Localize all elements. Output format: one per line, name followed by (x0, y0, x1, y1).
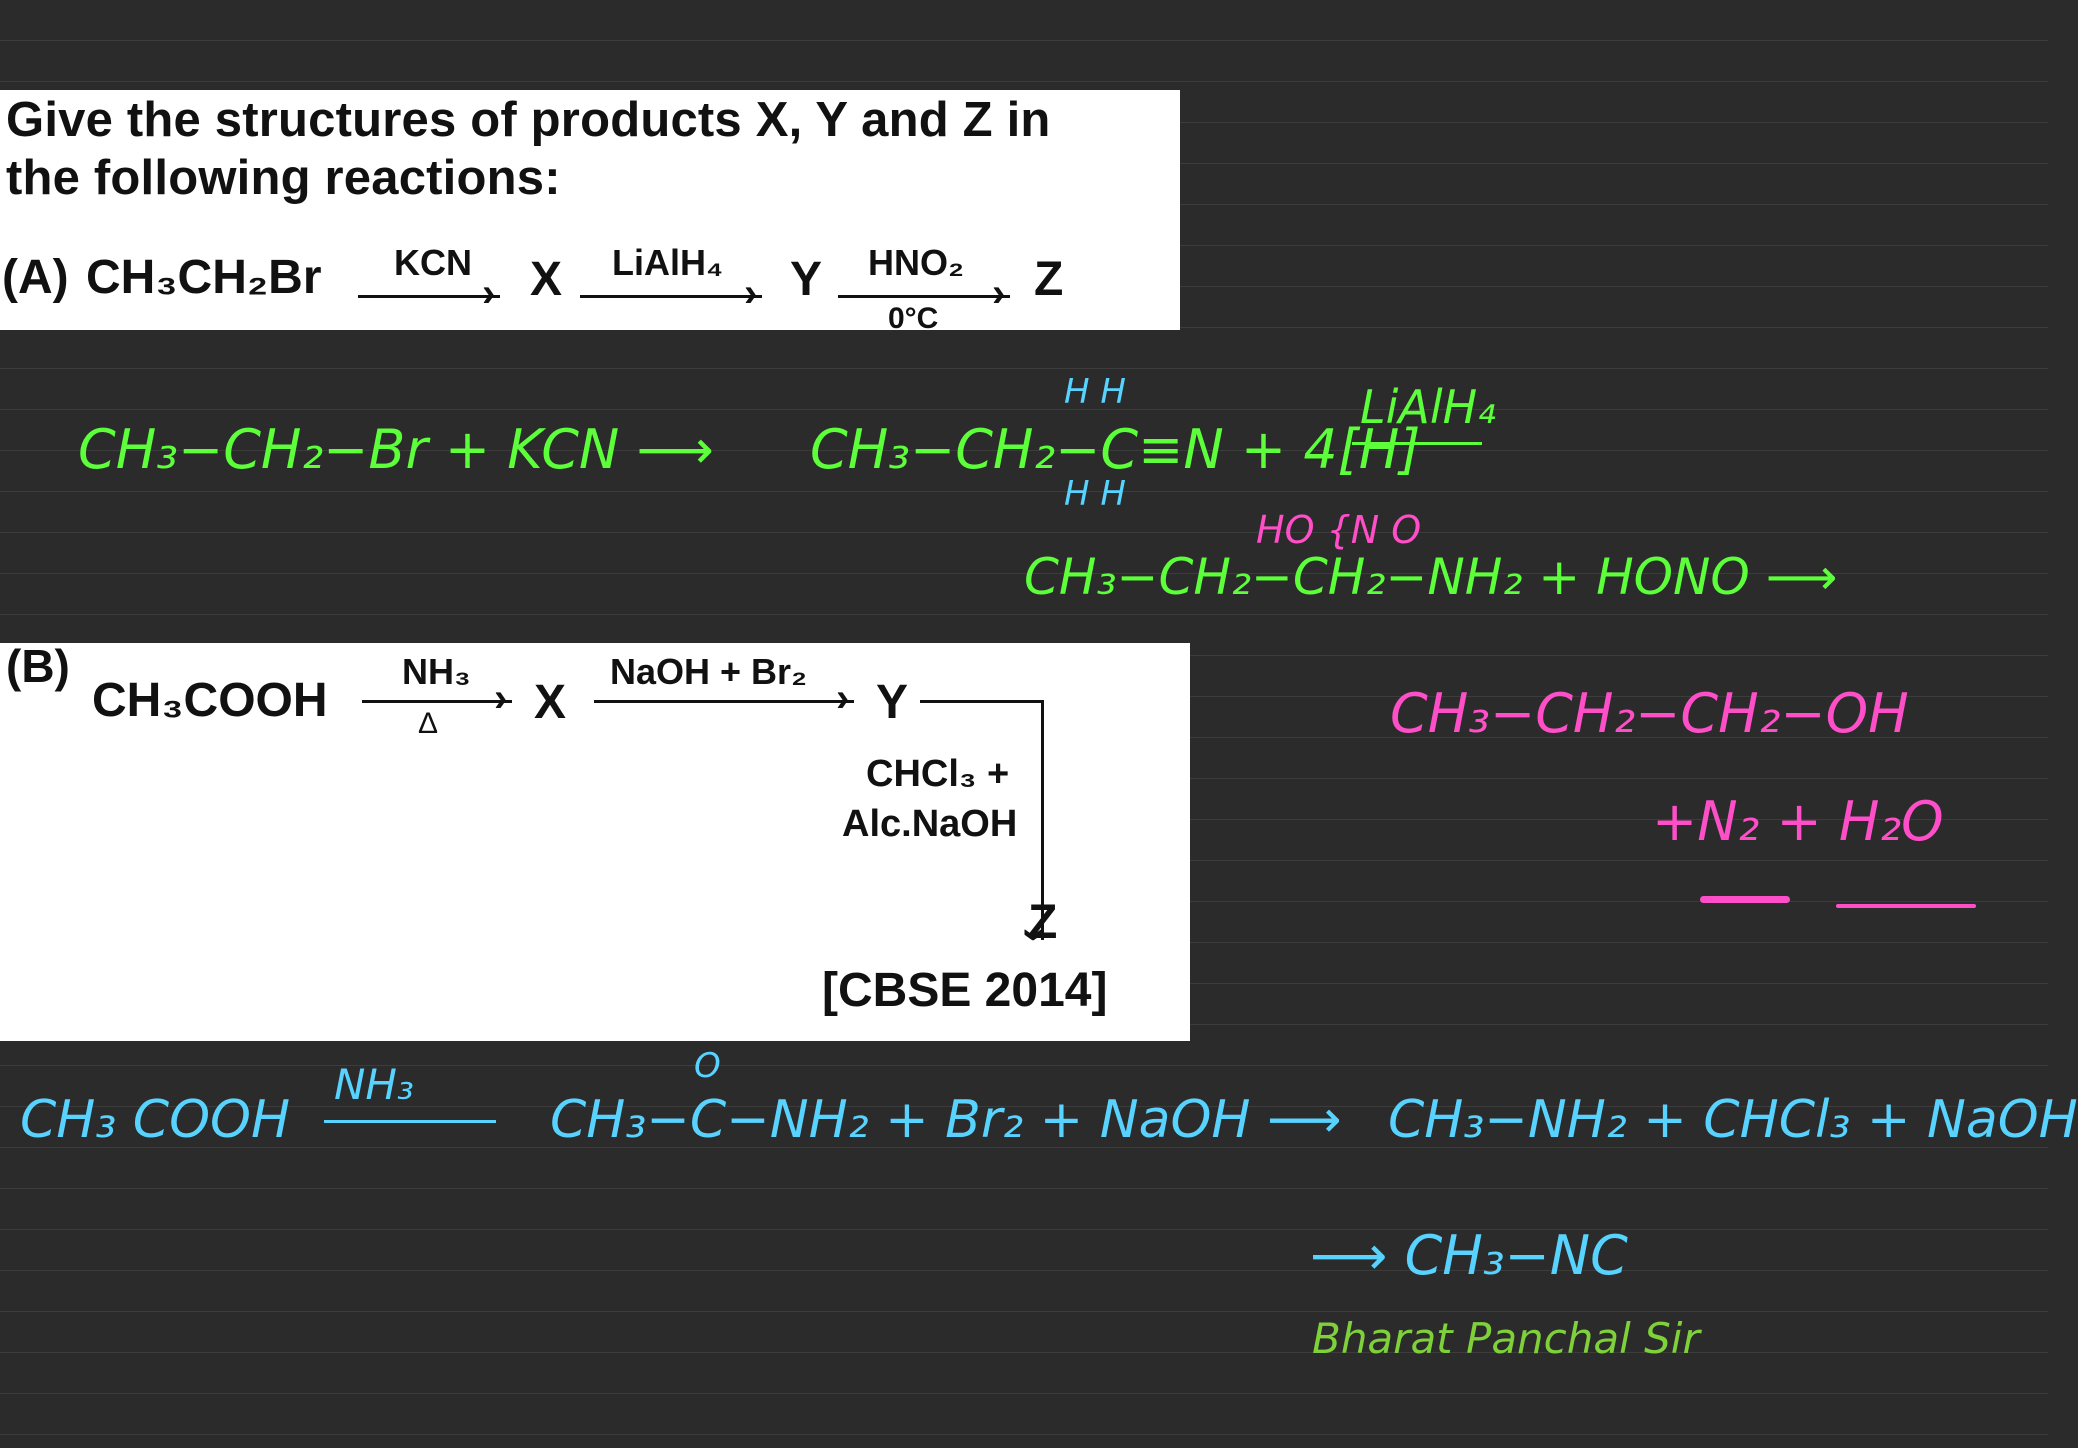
handwritten-a-step3: CH₃−CH₂−CH₂−OH (1390, 682, 1909, 745)
handwritten-a-step1-right: CH₃−CH₂−C≡N + 4[H] (810, 418, 1421, 481)
handwritten-b-step1: CH₃ COOH (20, 1090, 291, 1150)
arrow-head-icon: › (494, 676, 508, 720)
handwritten-h-marks-bottom: H H (1064, 474, 1126, 514)
handwritten-b-step2: CH₃−NH₂ + CHCl₃ + NaOH (1388, 1090, 2078, 1150)
part-a-label: (A) (2, 251, 69, 304)
handwritten-a-step2-annotation: HO {N O (1256, 508, 1422, 552)
part-a-reagent-3: HNO₂ (868, 242, 964, 283)
arrow-head-icon: › (836, 676, 850, 720)
handwritten-b-step1-product: CH₃−C−NH₂ + Br₂ + NaOH ⟶ (550, 1090, 1342, 1150)
reaction-arrow (580, 295, 762, 298)
handwritten-b-step1-o: O (694, 1046, 721, 1086)
part-a-product-z: Z (1034, 253, 1064, 306)
handwritten-underline (1836, 904, 1976, 908)
question-title-line2: the following reactions: (6, 151, 561, 205)
question-title-line1: Give the structures of products X, Y and… (6, 93, 1051, 147)
part-b-reagent-3-line1: CHCl₃ + (866, 753, 1010, 795)
reaction-arrow (362, 700, 512, 703)
reaction-connector (920, 700, 1044, 703)
reaction-down-arrow (1041, 700, 1044, 940)
signature: Bharat Panchal Sir (1312, 1314, 1700, 1363)
handwritten-arrow (1352, 442, 1482, 445)
handwritten-h-marks-top: H H (1064, 372, 1126, 412)
part-b-condition-1: Δ (418, 707, 439, 740)
question-card-a: Give the structures of products X, Y and… (0, 90, 1180, 335)
handwritten-arrow (324, 1120, 496, 1123)
handwritten-underline (1700, 896, 1790, 903)
part-b-label: (B) (6, 640, 70, 692)
part-b-reactant: CH₃COOH (92, 674, 328, 727)
arrow-head-icon: › (482, 271, 496, 315)
handwritten-a-step4: +N₂ + H₂O (1652, 790, 1944, 853)
handwritten-a-step1-reagent: LiAlH₄ (1360, 380, 1496, 434)
part-b-product-y: Y (876, 676, 909, 729)
part-a-product-y: Y (790, 253, 823, 306)
part-a-product-x: X (530, 253, 563, 306)
handwritten-b-step3: ⟶ CH₃−NC (1310, 1224, 1628, 1287)
part-a-reagent-1: KCN (394, 242, 472, 283)
arrow-head-icon: › (992, 271, 1006, 315)
reaction-arrow (838, 295, 1010, 298)
handwritten-a-step2: CH₃−CH₂−CH₂−NH₂ + HONO ⟶ (1024, 548, 1838, 606)
handwritten-b-step1-reagent: NH₃ (334, 1060, 414, 1109)
reaction-arrow (594, 700, 854, 703)
part-b-product-z: Z (1028, 896, 1058, 949)
part-b-product-x: X (534, 676, 567, 729)
reaction-arrow (358, 295, 500, 298)
part-a-reagent-2: LiAlH₄ (612, 242, 724, 283)
part-a-condition-3: 0°C (888, 302, 939, 335)
part-a-reactant: CH₃CH₂Br (86, 251, 322, 304)
part-b-reagent-1: NH₃ (402, 651, 471, 692)
source-citation: [CBSE 2014] (822, 964, 1108, 1017)
handwritten-a-step1-left: CH₃−CH₂−Br + KCN ⟶ (78, 418, 714, 481)
part-b-reagent-2: NaOH + Br₂ (610, 651, 808, 692)
question-card-b: (B) CH₃COOH NH₃ › Δ X NaOH + Br₂ › Y › C… (0, 640, 1190, 1041)
part-b-reagent-3-line2: Alc.NaOH (842, 803, 1018, 845)
arrow-head-icon: › (744, 271, 758, 315)
